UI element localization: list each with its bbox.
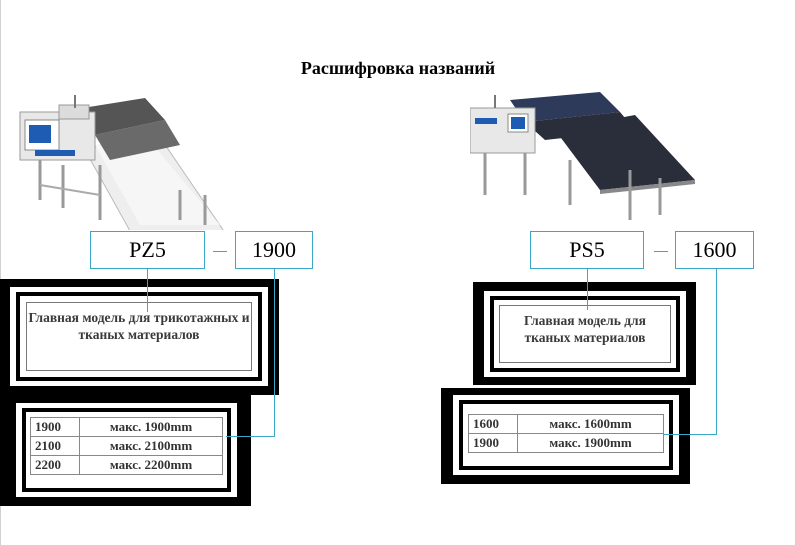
connector-line <box>274 269 275 436</box>
table-row: 1900 макс. 1900mm <box>30 417 223 437</box>
spreading-machine-ps5-image <box>470 92 695 220</box>
table-row: 2100 макс. 2100mm <box>30 436 223 456</box>
code-separator <box>213 251 227 252</box>
row-desc: макс. 2200mm <box>79 455 223 475</box>
row-code: 2100 <box>30 436 80 456</box>
code-separator <box>654 251 668 252</box>
connector-line <box>664 434 717 435</box>
row-desc: макс. 2100mm <box>79 436 223 456</box>
connector-line <box>226 436 275 437</box>
row-desc: макс. 1900mm <box>79 417 223 437</box>
width-code-label: 1600 <box>692 237 737 262</box>
model-code-label: PZ5 <box>129 237 166 262</box>
model-code-label: PS5 <box>569 237 605 262</box>
connector-line <box>587 269 588 310</box>
connector-line <box>147 269 148 312</box>
page-border-left <box>0 0 1 545</box>
row-code: 2200 <box>30 455 80 475</box>
row-desc: макс. 1600mm <box>517 414 664 434</box>
row-code: 1600 <box>468 414 518 434</box>
row-desc: макс. 1900mm <box>517 433 664 453</box>
table-row: 1900 макс. 1900mm <box>468 433 664 453</box>
width-spec-table-left: 1900 макс. 1900mm 2100 макс. 2100mm 2200… <box>30 417 223 475</box>
page-title: Расшифровка названий <box>300 58 496 78</box>
model-code-box-ps5: PS5 <box>530 231 644 269</box>
row-code: 1900 <box>468 433 518 453</box>
row-code: 1900 <box>30 417 80 437</box>
main-model-description: Главная модель для трикотажных и тканых … <box>26 302 252 371</box>
spreading-machine-pz5-image <box>19 95 224 230</box>
width-code-label: 1900 <box>252 237 296 262</box>
width-code-box-1600: 1600 <box>675 231 754 269</box>
table-row: 1600 макс. 1600mm <box>468 414 664 434</box>
connector-line <box>716 269 717 434</box>
width-spec-table-right: 1600 макс. 1600mm 1900 макс. 1900mm <box>468 414 664 453</box>
main-model-description: Главная модель для тканых материалов <box>499 305 671 363</box>
table-row: 2200 макс. 2200mm <box>30 455 223 475</box>
model-code-box-pz5: PZ5 <box>90 231 205 269</box>
width-code-box-1900: 1900 <box>235 231 313 269</box>
